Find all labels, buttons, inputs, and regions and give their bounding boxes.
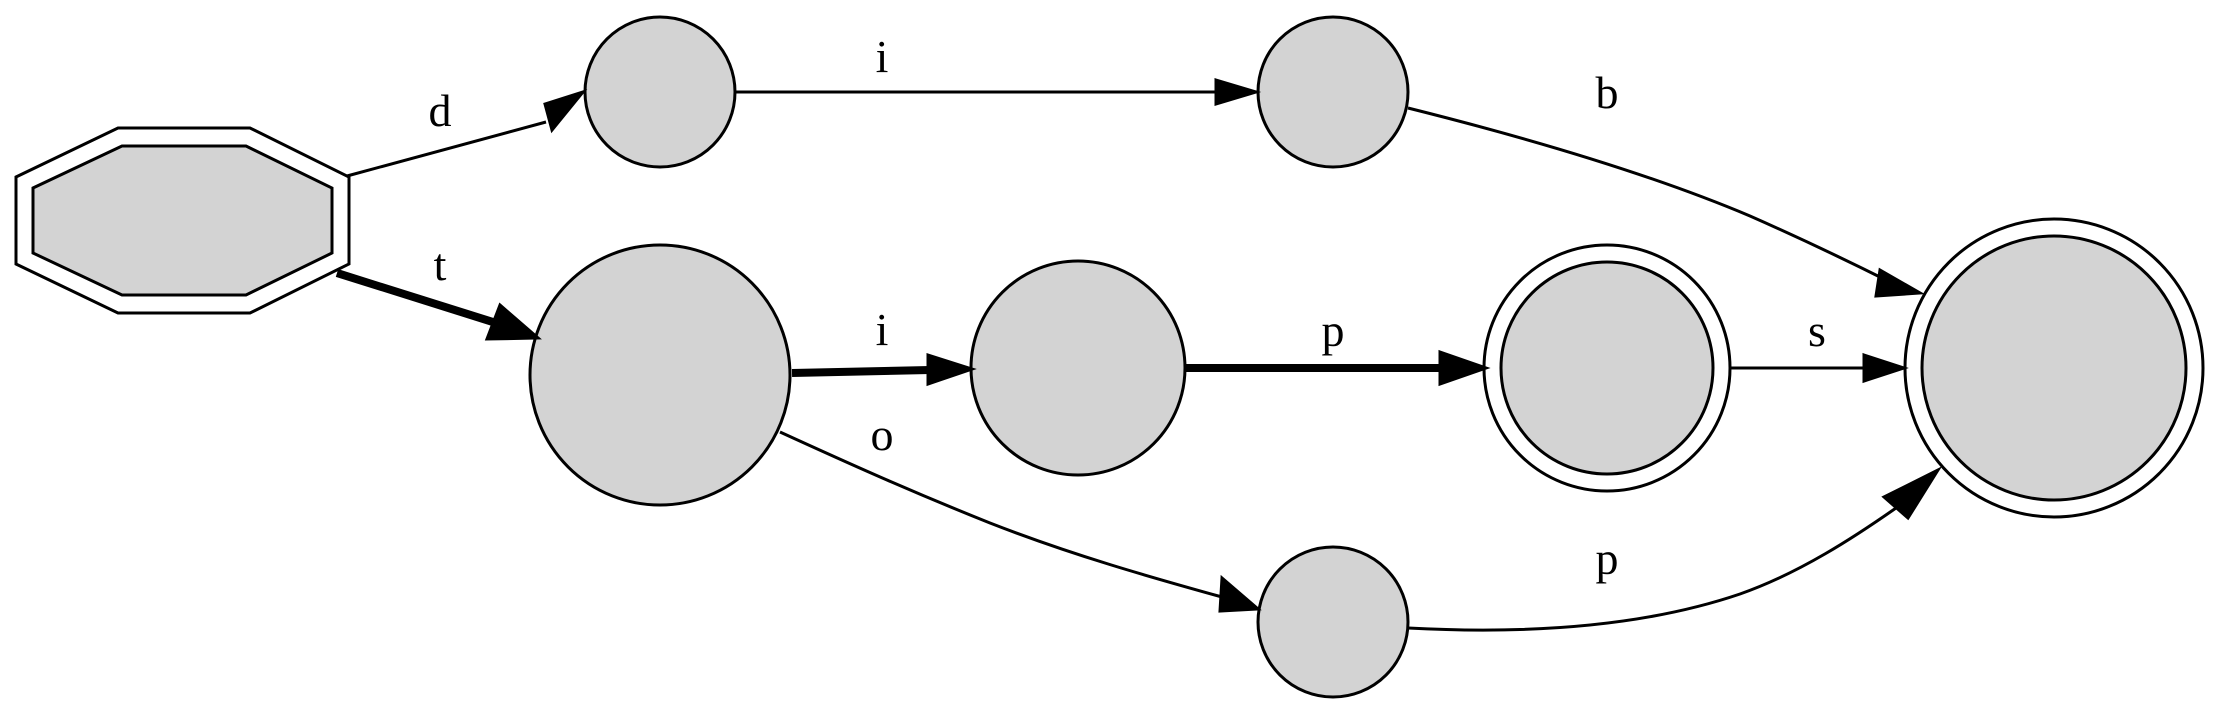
edge-di-final: b [1407, 67, 1926, 298]
node-t [528, 243, 792, 507]
edge-t-to: o [779, 409, 1262, 613]
edge-label-b: b [1596, 67, 1619, 118]
edge-d-di: i [735, 31, 1262, 107]
edge-ti-tip: p [1186, 305, 1491, 387]
edge-start-t: t [335, 239, 542, 341]
node-to [1256, 545, 1410, 699]
edge-label-p-mid: p [1322, 305, 1345, 356]
node-start [14, 126, 351, 315]
node-d [583, 15, 737, 169]
edge-label-i-top: i [876, 31, 889, 82]
edge-label-s: s [1808, 305, 1826, 356]
edge-t-ti: i [791, 304, 977, 387]
edge-label-o: o [871, 409, 894, 460]
node-tip [1482, 243, 1732, 493]
node-di [1256, 15, 1410, 169]
edge-label-p-bottom: p [1596, 533, 1619, 584]
edge-start-d: d [346, 85, 588, 178]
node-ti [969, 259, 1187, 477]
edge-tip-final: s [1731, 305, 1909, 384]
edge-to-final: p [1407, 466, 1943, 632]
edge-label-t: t [434, 239, 447, 290]
node-final [1903, 217, 2205, 519]
edge-label-i-mid: i [876, 304, 889, 355]
edge-label-d: d [429, 85, 452, 136]
